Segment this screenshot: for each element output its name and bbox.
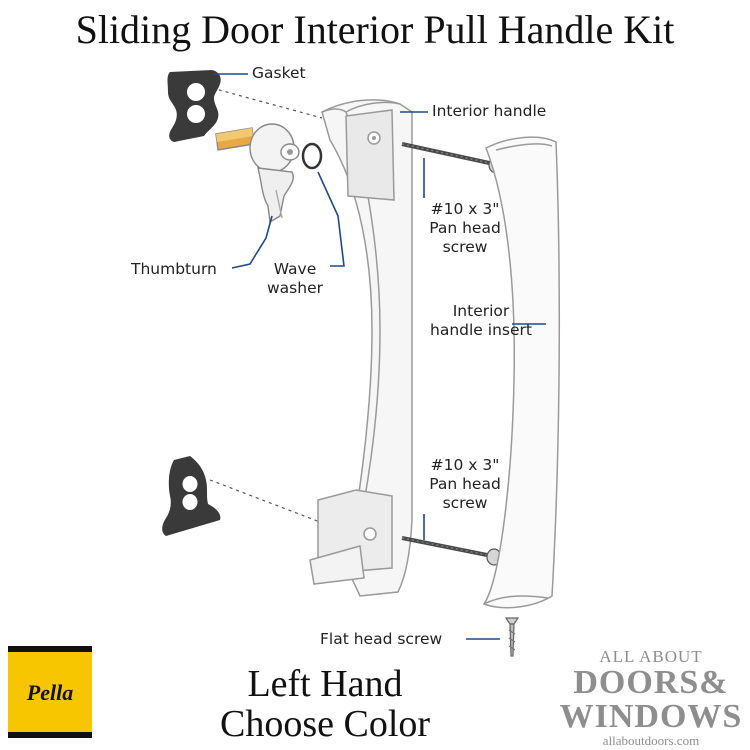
subtitle-color: Choose Color [219, 703, 431, 745]
label-screw-top: #10 x 3" Pan head screw [429, 200, 501, 256]
label-thumbturn: Thumbturn [131, 260, 217, 278]
pella-logo: Pella [8, 646, 92, 738]
brand-line-2: DOORS& [573, 664, 729, 701]
label-interior-handle: Interior handle [432, 102, 547, 120]
pan-head-screw-bottom [401, 536, 502, 566]
brand-line-3: WINDOWS [559, 698, 743, 735]
brand-url: allaboutdoors.com [602, 733, 700, 748]
callout-lines [214, 73, 546, 640]
subtitle-hand: Left Hand [247, 663, 403, 705]
label-interior-handle-insert: Interior handle insert [430, 302, 532, 339]
label-wave-washer: Wave washer [267, 260, 323, 297]
label-gasket: Gasket [252, 64, 306, 82]
label-screw-bottom: #10 x 3" Pan head screw [429, 456, 501, 512]
interior-handle-insert-part [482, 136, 561, 609]
brand-watermark: ALL ABOUT DOORS& WINDOWS allaboutdoors.c… [556, 648, 746, 748]
gasket-top [167, 70, 221, 142]
pella-logo-mark [8, 646, 92, 738]
interior-handle-part [309, 99, 413, 597]
alignment-lines [209, 87, 323, 523]
label-flat-head-screw: Flat head screw [320, 630, 443, 648]
pella-logo-text: Pella [26, 680, 74, 705]
wave-washer-part [301, 142, 323, 170]
thumbturn-part [215, 123, 300, 224]
gasket-bottom [162, 456, 221, 536]
page-title: Sliding Door Interior Pull Handle Kit [75, 7, 675, 52]
flat-head-screw-part [504, 617, 520, 657]
brand-line-1: ALL ABOUT [599, 647, 703, 666]
